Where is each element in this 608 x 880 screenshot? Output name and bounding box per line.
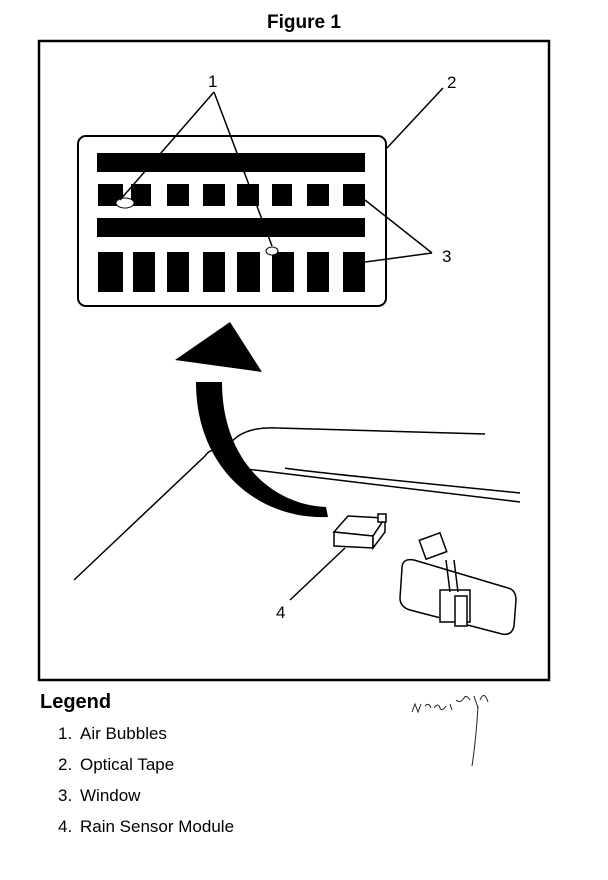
callout-3: 3	[442, 247, 451, 266]
air-bubble-1	[115, 197, 135, 209]
handwritten-signature	[411, 695, 489, 767]
legend-list: 1. Air Bubbles 2. Optical Tape 3. Window 4.…	[58, 724, 234, 848]
legend-number: 1.	[58, 724, 73, 743]
legend-item-optical-tape: 2. Optical Tape	[58, 755, 234, 786]
callout-1: 1	[208, 72, 217, 91]
legend-item-rain-sensor-module: 4. Rain Sensor Module	[58, 817, 234, 848]
curved-arrow	[175, 322, 328, 518]
window-strip-middle	[97, 218, 365, 237]
legend-label: Rain Sensor Module	[80, 817, 235, 836]
legend-item-window: 3. Window	[58, 786, 234, 817]
callout-2: 2	[447, 73, 456, 92]
figure-frame	[37, 39, 551, 682]
legend-label: Window	[80, 786, 141, 805]
rearview-mirror-drawing	[399, 531, 517, 636]
windshield-lines	[73, 427, 521, 581]
air-bubble-2	[265, 246, 279, 256]
rain-sensor-module-drawing	[332, 513, 387, 551]
figure-title: Figure 1	[267, 12, 341, 33]
window-strip-top	[97, 153, 365, 172]
window-row-large	[98, 252, 365, 292]
sensor-window-detail	[77, 135, 387, 307]
legend-label: Optical Tape	[80, 755, 175, 774]
window-row-small	[98, 184, 365, 206]
legend-number: 3.	[58, 786, 73, 805]
optical-tape-outline	[77, 135, 387, 307]
legend-title: Legend	[40, 691, 112, 713]
callout-4: 4	[276, 603, 285, 622]
legend-number: 4.	[58, 817, 73, 836]
leader-lines	[119, 87, 444, 601]
legend-number: 2.	[58, 755, 73, 774]
legend-label: Air Bubbles	[80, 724, 167, 743]
legend-item-air-bubbles: 1. Air Bubbles	[58, 724, 234, 755]
